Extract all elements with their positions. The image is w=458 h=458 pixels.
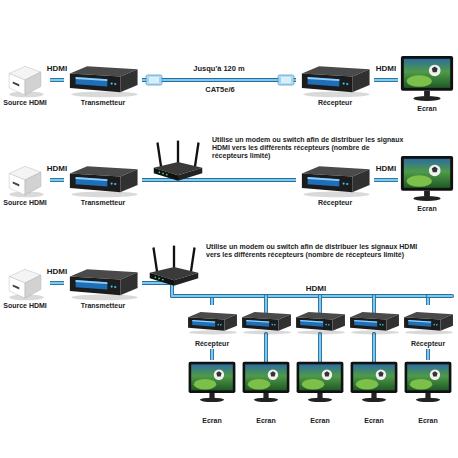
screen: Ecran: [240, 360, 292, 426]
node-label: Transmetteur: [64, 301, 142, 311]
device-drawing: [351, 362, 398, 402]
device-drawing: [401, 156, 453, 201]
hdmi-cable: [142, 180, 296, 181]
device-drawing: [302, 66, 370, 97]
hdmi-source: Source HDMI: [0, 162, 50, 208]
rj45-plug: [146, 75, 162, 85]
hdmi-cable: [212, 349, 213, 360]
device-icon: [186, 305, 238, 339]
device-icon: [64, 162, 142, 198]
screen-icon: [398, 154, 456, 204]
node-label: Récepteur: [402, 339, 454, 349]
node-label: Source HDMI: [0, 301, 50, 311]
screen: Ecran: [294, 360, 346, 426]
device-icon: [64, 62, 142, 98]
screen-icon: [294, 360, 346, 416]
node-label: Récepteur: [186, 339, 238, 349]
screen-icon: [402, 360, 454, 416]
transmitter-box: Transmetteur: [64, 62, 142, 108]
source-icon: [0, 62, 50, 98]
device-drawing: [243, 362, 290, 402]
device-drawing: [189, 362, 236, 402]
rj45-plug: [278, 75, 294, 85]
device-drawing: [9, 269, 44, 300]
hdmi-wire: [266, 296, 452, 362]
cable-label: HDMI: [47, 164, 67, 173]
receiver-box: Récepteur: [296, 62, 374, 108]
node-label: Récepteur: [296, 198, 374, 208]
cable-label: HDMI: [47, 267, 67, 276]
node-label: Ecran: [294, 416, 346, 426]
node-label: Récepteur: [296, 98, 374, 108]
transmitter-box: Transmetteur: [64, 265, 142, 311]
device-drawing: [9, 66, 44, 97]
cable-label: HDMI: [47, 64, 67, 73]
router: [150, 246, 199, 286]
source-icon: [0, 162, 50, 198]
device-drawing: [70, 269, 138, 300]
device-icon: [296, 62, 374, 98]
device-drawing: [9, 166, 44, 197]
device-drawing: [188, 312, 237, 334]
hdmi-source: Source HDMI: [0, 62, 50, 108]
node-label: Ecran: [398, 104, 456, 114]
receiver-device: [296, 312, 345, 334]
screen: Ecran: [186, 360, 238, 426]
screen-icon: [186, 360, 238, 416]
receiver-box: Récepteur: [402, 305, 454, 349]
cable-label: Jusqu'à 120 m: [193, 64, 244, 73]
screen: Ecran: [348, 360, 400, 426]
screen-icon: [348, 360, 400, 416]
note-text: Utilise un modem ou switch afin de distr…: [206, 243, 421, 259]
device-drawing: [405, 362, 452, 402]
cable-label: HDMI: [376, 64, 396, 73]
receiver-device: [242, 312, 291, 334]
node-label: Ecran: [240, 416, 292, 426]
screen: Ecran: [398, 154, 456, 214]
device-drawing: [70, 66, 138, 97]
device-icon: [296, 162, 374, 198]
hdmi-cable: [142, 80, 296, 81]
hdmi-cable: [142, 283, 428, 305]
node-label: Ecran: [348, 416, 400, 426]
node-label: Source HDMI: [0, 198, 50, 208]
cable-label: CAT5e/6: [190, 86, 250, 95]
node-label: Ecran: [186, 416, 238, 426]
screen: Ecran: [398, 54, 456, 114]
device-drawing: [404, 312, 453, 334]
device-icon: [64, 265, 142, 301]
cable-label: HDMI: [296, 284, 336, 293]
note-text: Utilise un modem ou switch afin de distr…: [212, 136, 404, 160]
node-label: Transmetteur: [64, 198, 142, 208]
node-label: Ecran: [398, 204, 456, 214]
hdmi-cable: [374, 80, 398, 81]
hdmi-cable: [428, 349, 429, 360]
cable-label: HDMI: [376, 164, 396, 173]
device-icon: [402, 305, 454, 339]
node-label: Ecran: [402, 416, 454, 426]
receiver-box: Récepteur: [186, 305, 238, 349]
device-drawing: [401, 56, 453, 101]
source-icon: [0, 265, 50, 301]
hdmi-cable: [374, 180, 398, 181]
hdmi-cable: [50, 80, 64, 81]
screen-icon: [240, 360, 292, 416]
device-drawing: [302, 166, 370, 197]
hdmi-source: Source HDMI: [0, 265, 50, 311]
device-drawing: [70, 166, 138, 197]
hdmi-cable: [50, 180, 64, 181]
device-drawing: [297, 362, 344, 402]
receiver-box: Récepteur: [296, 162, 374, 208]
hdmi-cable: [50, 283, 64, 284]
node-label: Transmetteur: [64, 98, 142, 108]
transmitter-box: Transmetteur: [64, 162, 142, 208]
router: [154, 141, 203, 181]
screen-icon: [398, 54, 456, 104]
receiver-device: [350, 312, 399, 334]
node-label: Source HDMI: [0, 98, 50, 108]
screen: Ecran: [402, 360, 454, 426]
